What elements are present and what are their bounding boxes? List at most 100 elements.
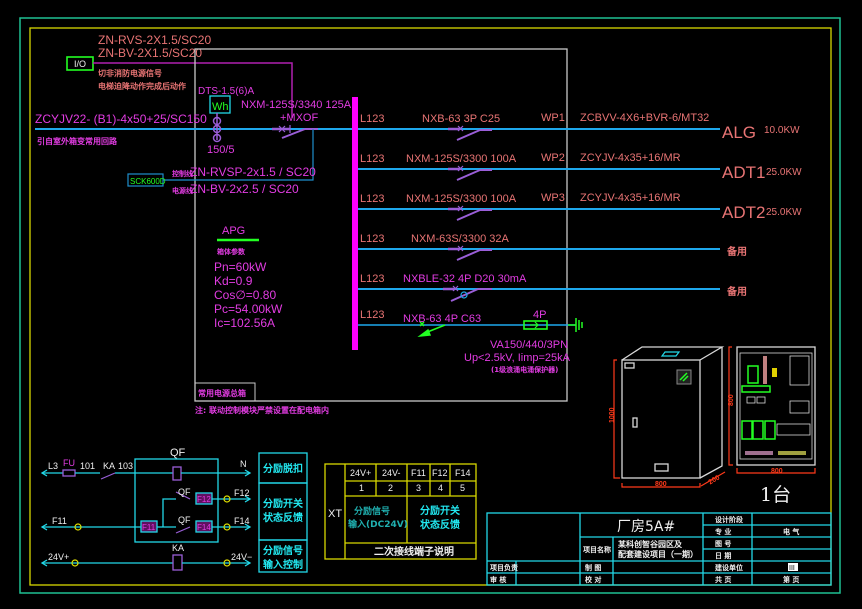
cabinet-width-dim: 800 (655, 481, 667, 488)
breaker-switch-icon (448, 125, 492, 141)
circuit-breaker: NXM-125S/3300 100A (406, 193, 517, 205)
f12-label: F12 (234, 488, 250, 498)
drawing-name: 厂房5A# (617, 519, 675, 535)
legend-shunt-trip: 分励脱扣 (263, 462, 303, 475)
inner-height-dim: 800 (728, 394, 735, 406)
inner-frame (29, 27, 832, 586)
panel-name: APG (222, 225, 245, 237)
spd-icon (523, 320, 548, 330)
circuit-power: 25.0KW (766, 207, 802, 218)
legend-signal: 分励信号 (263, 544, 303, 557)
spd-rating: Up<2.5kV, Iimp=25kA (464, 352, 571, 364)
pm-label: 项目负责 (490, 563, 518, 572)
cabinet-quantity: 1台 (760, 484, 791, 506)
circuit-load: 备用 (726, 245, 747, 258)
circuit-phase: L123 (360, 193, 384, 205)
power-cable: ZN-BV-2x2.5 / SC20 (190, 182, 299, 196)
terminal-table: XT 24V+ 24V- F11 F12 F14 1 2 3 4 5 分励信号 … (324, 463, 477, 560)
ka-coil-label: KA (172, 543, 184, 553)
circuit-row: L123 NXBLE-32 4P D20 30mA 备用 (358, 273, 747, 298)
meter-symbol: Wh (212, 101, 229, 113)
cabinet-vent-icon (660, 351, 681, 357)
fuse-label: FU (63, 458, 75, 468)
sck-box (127, 173, 164, 187)
xt-header: 24V- (382, 468, 401, 478)
meter-icon (209, 95, 231, 114)
24v-plus-label: 24V+ (48, 552, 69, 562)
circuit-cable: ZCYJV-4x35+16/MR (580, 152, 681, 164)
wire-103: 103 (118, 461, 133, 471)
circuit-phase: L123 (360, 113, 384, 125)
xt-number: 2 (388, 483, 393, 493)
f14-label: F14 (234, 516, 250, 526)
power-prefix: 电源线 (172, 186, 193, 195)
incoming-source: 引自室外箱变常用回路 (37, 136, 118, 146)
xt-header: F12 (432, 468, 448, 478)
check-label: 校 对 (585, 575, 601, 584)
circuit-load: ADT1 (722, 163, 765, 182)
param-cos: Cos∅=0.80 (214, 288, 276, 302)
header-cable-2: ZN-BV-2X1.5/SC20 (98, 46, 202, 60)
stage-label: 设计阶段 (715, 515, 743, 524)
project-label: 项目名称 (583, 545, 611, 554)
panel-params: APG 箱体参数 Pn=60kW Kd=0.9 Cos∅=0.80 Pc=54.… (214, 225, 283, 330)
client-label: 建设单位 (715, 563, 743, 572)
cabinet-height-dim: 1000 (609, 407, 616, 423)
xt-header: F14 (455, 468, 471, 478)
panel-note: 注: 联动控制模块严禁设置在配电箱内 (195, 405, 329, 415)
xt-header: F11 (411, 468, 426, 478)
io-label: I/O (74, 59, 86, 69)
legend-switch: 分励开关 (263, 497, 303, 510)
circuit-breaker: NXM-125S/3300 100A (406, 153, 517, 165)
circuit-breaker: NXB-63 4P C63 (403, 313, 481, 325)
circuit-id: WP3 (541, 192, 565, 204)
rcd-switch-icon (443, 285, 492, 302)
xt-number: 1 (359, 483, 364, 493)
client-value: III (789, 565, 795, 572)
param-kd: Kd=0.9 (214, 274, 253, 288)
panel-box-label: 常用电源总箱 (198, 388, 246, 398)
circuit-breaker: NXM-63S/3300 32A (411, 233, 509, 245)
breaker-switch-icon (448, 245, 492, 261)
terminal-icon (223, 559, 231, 567)
shunt-module: SCK600D 控制线 ZN-RVSP-2x1.5 / SC20 电源线 ZN-… (127, 165, 316, 196)
qf-box (134, 458, 219, 543)
total-pages-label: 共 页 (715, 575, 731, 584)
control-circuit: QF L3 FU 101 KA 103 N QF F12 F12 F11 F11 (40, 447, 308, 573)
drawn-label: 制 图 (585, 563, 601, 572)
terminal-icon (74, 523, 82, 531)
circuit-power: 10.0KW (764, 125, 800, 136)
sheet-label: 第 页 (783, 575, 799, 584)
main-breaker-accessory: +MXOF (280, 112, 318, 124)
terminal-icon (223, 523, 231, 531)
spd-model: VA150/440/3PN (490, 339, 568, 351)
discipline-label: 专 业 (715, 527, 731, 536)
date-label: 日 期 (715, 551, 731, 560)
main-breaker: NXM-125S/3340 125A (241, 99, 352, 111)
ka-contact-icon (100, 472, 116, 480)
l3-label: L3 (48, 461, 58, 471)
cabinet-front-view: 1000 800 200 (609, 346, 726, 488)
xt-desc-left-1: 分励信号 (354, 505, 390, 517)
cabinet-depth-dim: 200 (708, 474, 722, 486)
io-note-1: 切非消防电源信号 (98, 68, 162, 78)
terminal-icon (71, 559, 79, 567)
spd-poles: 4P (533, 309, 546, 321)
f14-terminal: F14 (197, 523, 211, 532)
shunt-control-line (163, 129, 314, 181)
circuit-phase: L123 (360, 273, 384, 285)
circuit-load: ALG (722, 123, 756, 142)
qf-contact-icon (175, 491, 191, 500)
ct-icon (212, 113, 222, 143)
qf-contact-icon (175, 526, 191, 534)
xt-number: 3 (416, 483, 421, 493)
param-ic: Ic=102.56A (214, 316, 275, 330)
circuit-phase: L123 (360, 309, 384, 321)
param-pc: Pc=54.00kW (214, 302, 283, 316)
circuit-cable: ZCYJV-4x35+16/MR (580, 192, 681, 204)
circuit-row: L123 NXM-63S/3300 32A 备用 (358, 233, 747, 258)
legend-input: 输入控制 (263, 558, 303, 571)
xt-number: 4 (438, 483, 443, 493)
project-name-2: 配套建设项目（一期） (618, 549, 698, 559)
header-cable-1: ZN-RVS-2X1.5/SC20 (98, 33, 211, 47)
